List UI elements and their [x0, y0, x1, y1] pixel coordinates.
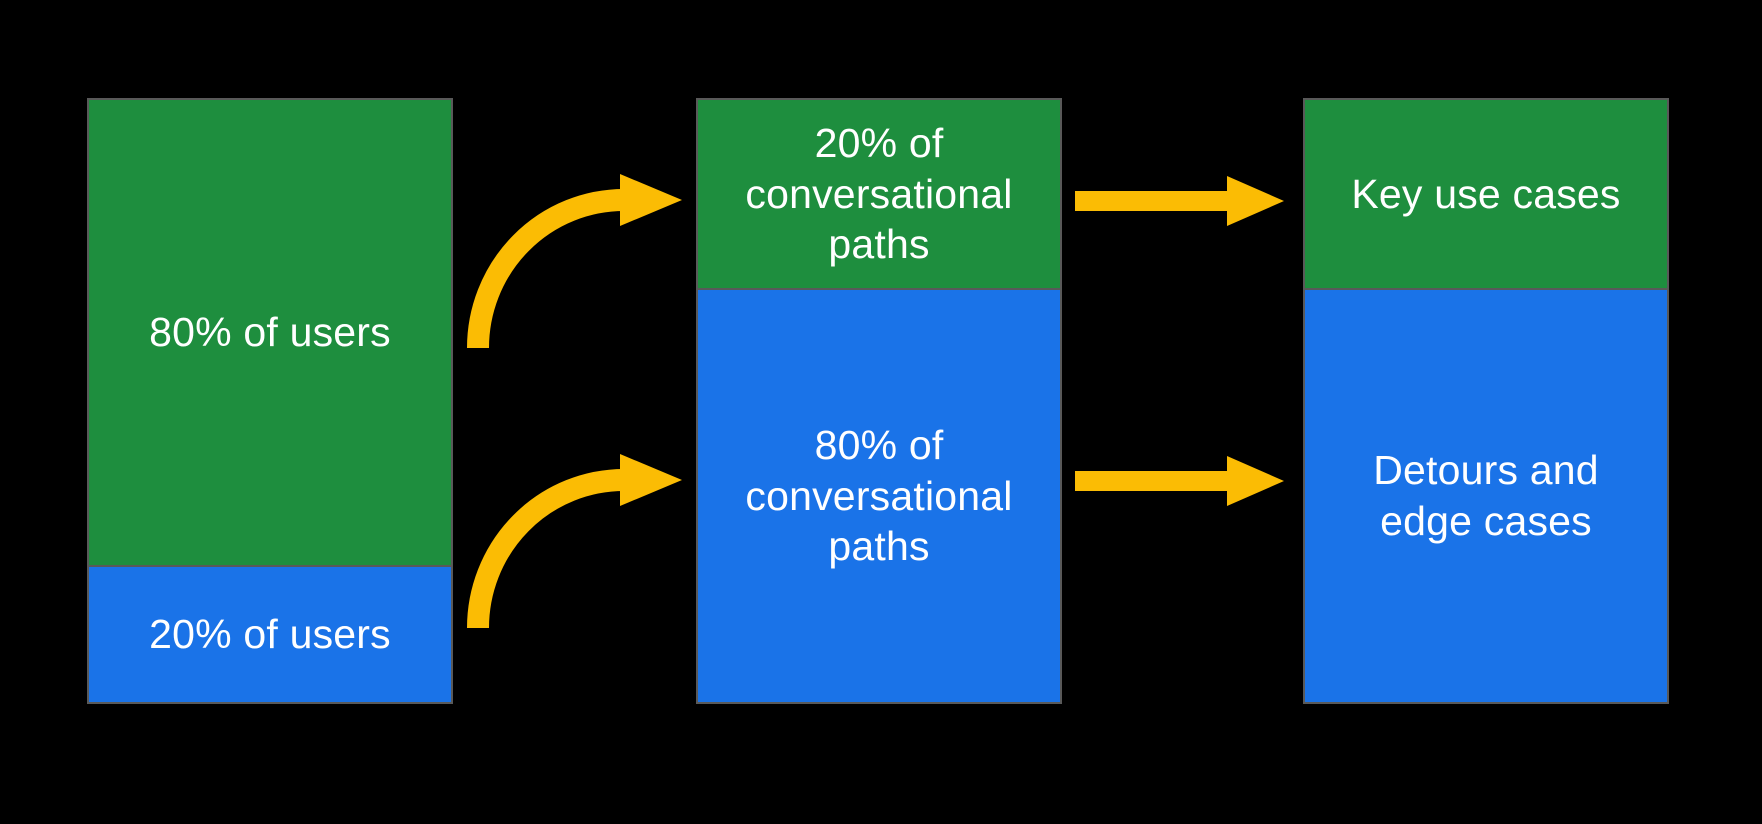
- segment-paths-20-label: 20% of conversational paths: [745, 119, 1013, 268]
- bar-users: 80% of users 20% of users: [87, 98, 453, 706]
- curved-arrow-top-head: [620, 174, 682, 226]
- straight-arrow-bottom: [1075, 456, 1284, 506]
- segment-users-20-label: 20% of users: [149, 611, 391, 658]
- segment-key-use-cases: Key use cases: [1303, 98, 1669, 290]
- segment-users-80-label: 80% of users: [149, 309, 391, 356]
- segment-paths-80-label: 80% of conversational paths: [745, 421, 1013, 570]
- curved-arrow-bottom: [467, 454, 682, 629]
- curved-arrow-bottom-head: [620, 454, 682, 506]
- segment-users-20: 20% of users: [87, 565, 453, 704]
- bar-conversational-paths: 20% of conversational paths 80% of conve…: [696, 98, 1062, 706]
- straight-arrow-top: [1075, 176, 1284, 226]
- straight-arrow-bottom-shaft: [1075, 471, 1227, 491]
- segment-detours-edge-cases: Detours and edge cases: [1303, 288, 1669, 704]
- straight-arrow-top-shaft: [1075, 191, 1227, 211]
- straight-arrow-bottom-head: [1227, 456, 1284, 506]
- segment-users-80: 80% of users: [87, 98, 453, 567]
- curved-arrow-top: [467, 174, 682, 349]
- segment-detours-edge-cases-label: Detours and edge cases: [1373, 447, 1599, 544]
- segment-key-use-cases-label: Key use cases: [1351, 170, 1621, 217]
- bar-outcomes: Key use cases Detours and edge cases: [1303, 98, 1669, 706]
- curved-arrow-top-shaft: [467, 189, 625, 349]
- curved-arrow-bottom-shaft: [467, 469, 625, 629]
- straight-arrow-top-head: [1227, 176, 1284, 226]
- segment-paths-80: 80% of conversational paths: [696, 288, 1062, 704]
- segment-paths-20: 20% of conversational paths: [696, 98, 1062, 290]
